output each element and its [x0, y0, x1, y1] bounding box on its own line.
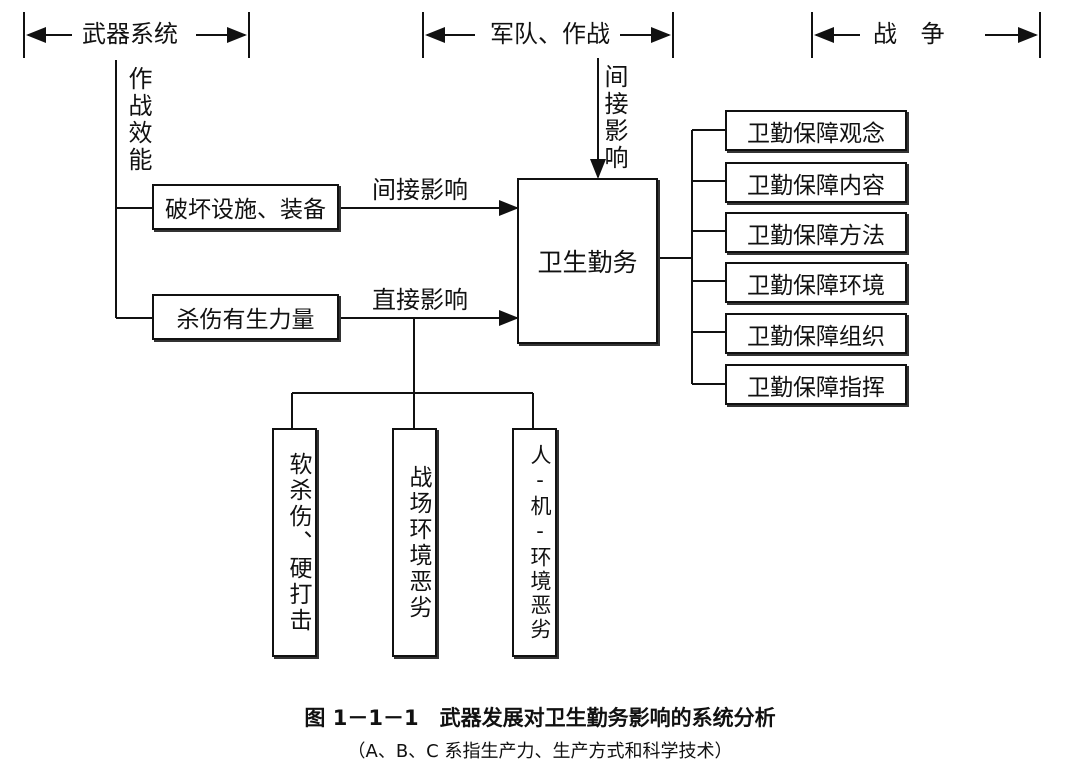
- indirect-influence-label: 间接影响: [372, 176, 468, 204]
- right-item-method: 卫勤保障方法: [725, 212, 907, 253]
- health-service-box: 卫生勤务: [517, 178, 658, 344]
- figure-caption: 图 1－1－1 武器发展对卫生勤务影响的系统分析: [304, 706, 776, 730]
- figure-note: （A、B、C 系指生产力、生产方式和科学技术）: [347, 741, 733, 762]
- weapon-system-label: 武器系统: [82, 20, 178, 48]
- destroy-facilities-box: 破坏设施、装备: [152, 184, 339, 230]
- army-combat-label: 军队、作战: [490, 20, 610, 48]
- right-item-environment: 卫勤保障环境: [725, 262, 907, 303]
- right-item-content: 卫勤保障内容: [725, 162, 907, 203]
- kill-forces-box: 杀伤有生力量: [152, 294, 339, 340]
- war-label: 战 争: [873, 20, 953, 48]
- right-item-command: 卫勤保障指挥: [725, 364, 907, 405]
- direct-influence-label: 直接影响: [372, 286, 468, 314]
- right-item-organization: 卫勤保障组织: [725, 313, 907, 354]
- soft-hard-strike-box: 软杀伤、硬打击: [272, 428, 317, 657]
- combat-effectiveness-label: 作战效能: [124, 66, 152, 174]
- right-item-concept: 卫勤保障观念: [725, 110, 907, 151]
- man-machine-environment-box: 人-机-环境恶劣: [512, 428, 557, 657]
- indirect-influence-top-label: 间接影响: [600, 64, 628, 172]
- battlefield-environment-box: 战场环境恶劣: [392, 428, 437, 657]
